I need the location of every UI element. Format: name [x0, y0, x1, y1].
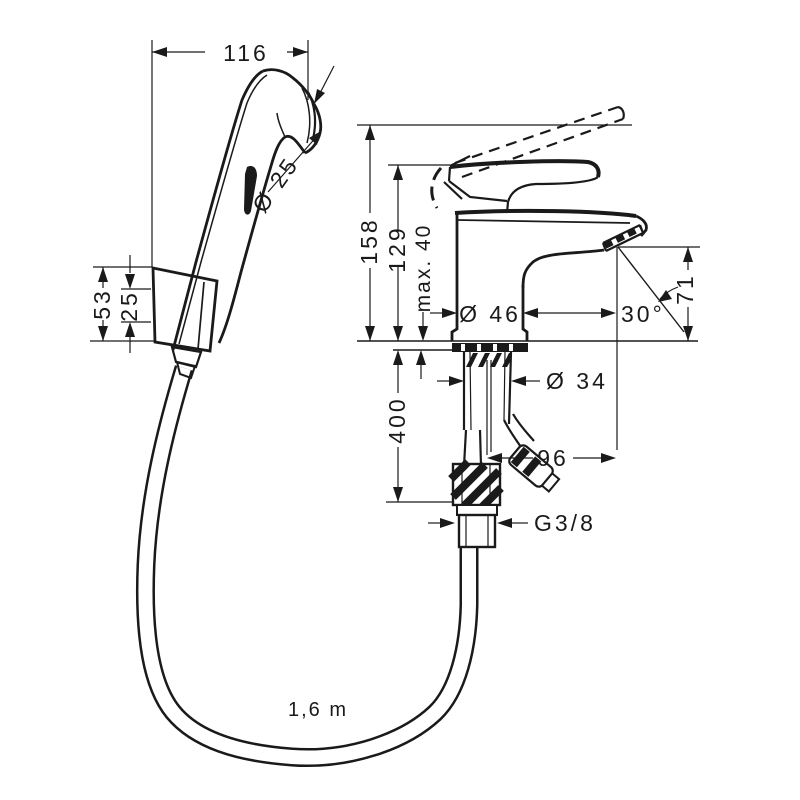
dim-spout-angle-label: 30° [621, 301, 665, 327]
dim-129-label: 129 [384, 225, 410, 272]
faucet-body [450, 208, 648, 341]
dim-53-label: 53 [89, 288, 115, 320]
dim-25: 25 [116, 255, 151, 353]
dim-base-diameter-label: Ø 46 [459, 301, 521, 327]
supply-connections [448, 343, 561, 549]
dim-base-diameter: Ø 46 [430, 301, 616, 327]
dim-400-label: 400 [384, 396, 410, 443]
dim-129: 129 [384, 165, 410, 341]
dim-thread-label: G3/8 [534, 510, 596, 536]
head-seam [276, 112, 286, 138]
dim-hole-diameter-label: Ø 34 [546, 368, 608, 394]
spray-mode-button [244, 166, 257, 215]
dim-96-label: 96 [537, 445, 569, 471]
compression-nut [448, 459, 504, 510]
dim-158-label: 158 [356, 217, 382, 264]
shower-hose [135, 365, 479, 768]
mounting-flange [452, 343, 528, 352]
dim-head-diameter: Ø 25 [247, 65, 335, 218]
dim-116: 116 [151, 40, 309, 267]
dim-max-40-label: max. 40 [412, 224, 435, 313]
lever-motion-arc [430, 166, 443, 209]
faucet [357, 105, 698, 351]
dim-spout-angle: 30° [616, 246, 685, 450]
dim-400: 400 [384, 350, 410, 502]
handle-end-cap [170, 345, 203, 369]
dim-158: 158 [356, 125, 382, 341]
dim-96: 96 [487, 445, 616, 471]
dim-max-40: max. 40 [412, 224, 435, 379]
stream-line [617, 246, 685, 333]
dim-71-label: 71 [672, 273, 698, 305]
aerator [601, 224, 645, 252]
hand-shower [170, 68, 323, 380]
dim-thread: G3/8 [428, 510, 596, 536]
dim-head-diameter-label: Ø 25 [247, 152, 304, 218]
dim-25-label: 25 [116, 290, 142, 322]
dimensions: 116 Ø 25 53 25 [89, 40, 700, 721]
dim-hole-diameter: Ø 34 [437, 368, 608, 394]
faucet-lever [443, 159, 601, 214]
faucet-lever-raised [430, 105, 625, 209]
g38-connector [456, 504, 498, 549]
hose-length-label: 1,6 m [288, 699, 348, 721]
dim-53: 53 [89, 266, 155, 342]
shower-holder [151, 266, 219, 353]
dim-116-label: 116 [223, 40, 269, 66]
elbow-fitting [508, 444, 561, 493]
dim-71: 71 [672, 247, 698, 341]
